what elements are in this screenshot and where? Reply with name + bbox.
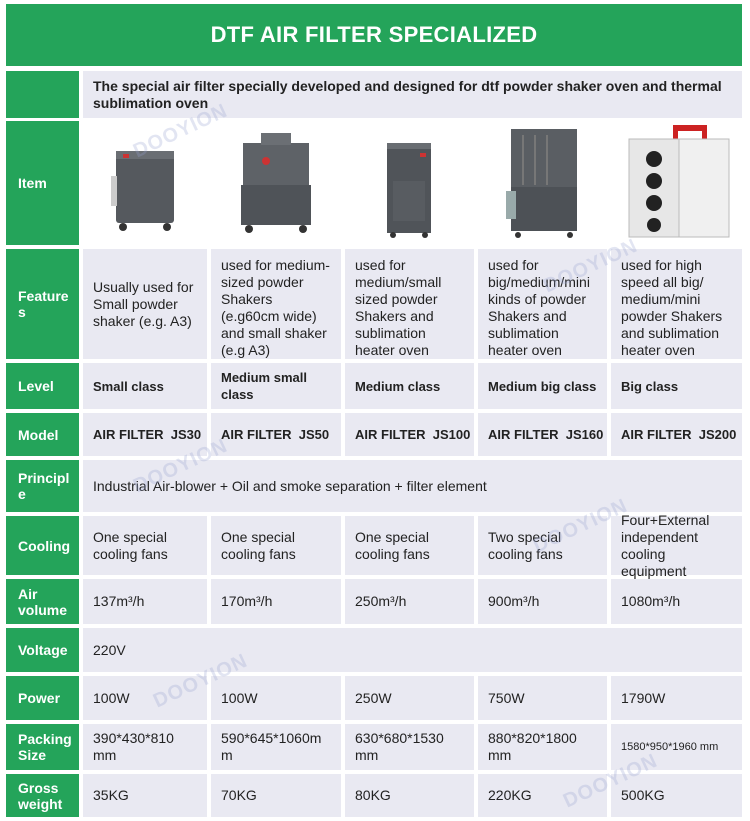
row-label-level: Level bbox=[6, 363, 79, 409]
feature-js100: used for medium/small sized powder Shake… bbox=[345, 249, 474, 359]
weight-js200: 500KG bbox=[611, 774, 742, 817]
voltage-value: 220V bbox=[83, 628, 742, 672]
model-js200: AIR FILTER JS200 bbox=[611, 413, 742, 456]
intro-text: The special air filter specially develop… bbox=[83, 71, 742, 118]
product-image-js160 bbox=[478, 121, 607, 245]
level-js50: Medium small class bbox=[211, 363, 341, 409]
packing-js160: 880*820*1800 mm bbox=[478, 724, 607, 770]
packing-js200: 1580*950*1960 mm bbox=[611, 724, 742, 770]
air-volume-js50: 170m³/h bbox=[211, 579, 341, 624]
weight-js160: 220KG bbox=[478, 774, 607, 817]
power-js200: 1790W bbox=[611, 676, 742, 720]
feature-js200: used for high speed all big/ medium/mini… bbox=[611, 249, 742, 359]
cooling-js160: Two special cooling fans bbox=[478, 516, 607, 575]
row-label-item: Item bbox=[6, 121, 79, 245]
power-js160: 750W bbox=[478, 676, 607, 720]
product-image-js30 bbox=[83, 121, 207, 245]
level-js100: Medium class bbox=[345, 363, 474, 409]
product-image-js50 bbox=[211, 121, 341, 245]
cooling-js30: One special cooling fans bbox=[83, 516, 207, 575]
row-label-gross-weight: Gross weight bbox=[6, 774, 79, 817]
power-js50: 100W bbox=[211, 676, 341, 720]
page-title: DTF AIR FILTER SPECIALIZED bbox=[6, 4, 742, 66]
row-label-power: Power bbox=[6, 676, 79, 720]
intro-label-cell bbox=[6, 71, 79, 118]
weight-js50: 70KG bbox=[211, 774, 341, 817]
row-label-principle: Principl e bbox=[6, 460, 79, 512]
air-volume-js100: 250m³/h bbox=[345, 579, 474, 624]
model-js160: AIR FILTER JS160 bbox=[478, 413, 607, 456]
packing-js30: 390*430*810 mm bbox=[83, 724, 207, 770]
row-label-cooling: Cooling bbox=[6, 516, 79, 575]
model-js100: AIR FILTER JS100 bbox=[345, 413, 474, 456]
air-volume-js30: 137m³/h bbox=[83, 579, 207, 624]
level-js30: Small class bbox=[83, 363, 207, 409]
row-label-model: Model bbox=[6, 413, 79, 456]
packing-js50: 590*645*1060m m bbox=[211, 724, 341, 770]
row-label-packing-size: Packing Size bbox=[6, 724, 79, 770]
cooling-js200: Four+External independent cooling equipm… bbox=[611, 512, 742, 579]
feature-js30: Usually used for Small powder shaker (e.… bbox=[83, 249, 207, 359]
weight-js100: 80KG bbox=[345, 774, 474, 817]
row-label-air-volume: Air volume bbox=[6, 579, 79, 624]
row-label-voltage: Voltage bbox=[6, 628, 79, 672]
feature-js160: used for big/medium/mini kinds of powder… bbox=[478, 249, 607, 359]
air-volume-js160: 900m³/h bbox=[478, 579, 607, 624]
power-js30: 100W bbox=[83, 676, 207, 720]
model-js50: AIR FILTER JS50 bbox=[211, 413, 341, 456]
air-volume-js200: 1080m³/h bbox=[611, 579, 742, 624]
principle-text: Industrial Air-blower + Oil and smoke se… bbox=[83, 460, 742, 512]
cooling-js50: One special cooling fans bbox=[211, 516, 341, 575]
level-js200: Big class bbox=[611, 363, 742, 409]
product-image-js100 bbox=[345, 121, 474, 245]
weight-js30: 35KG bbox=[83, 774, 207, 817]
feature-js50: used for medium-sized powder Shakers (e.… bbox=[211, 249, 341, 359]
model-js30: AIR FILTER JS30 bbox=[83, 413, 207, 456]
product-image-js200 bbox=[611, 121, 742, 245]
packing-js100: 630*680*1530 mm bbox=[345, 724, 474, 770]
cooling-js100: One special cooling fans bbox=[345, 516, 474, 575]
row-label-features: Feature s bbox=[6, 249, 79, 359]
level-js160: Medium big class bbox=[478, 363, 607, 409]
power-js100: 250W bbox=[345, 676, 474, 720]
